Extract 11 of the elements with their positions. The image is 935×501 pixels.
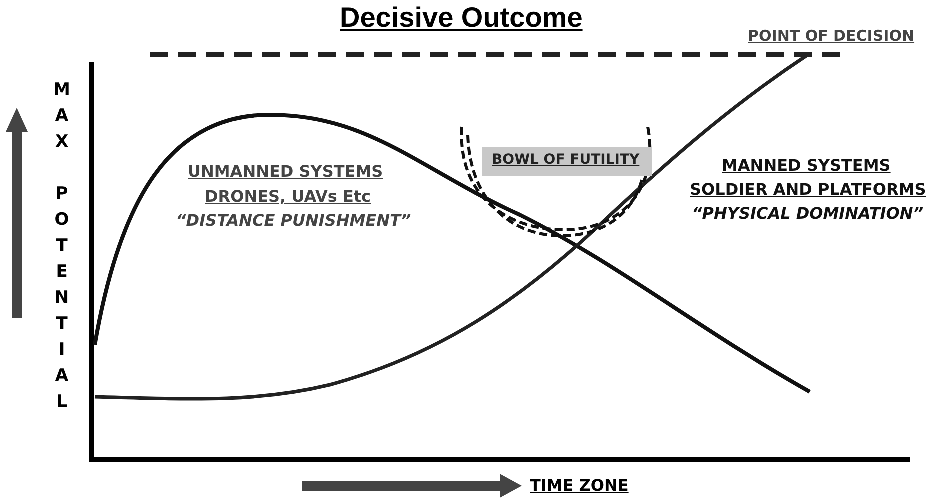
series-label: UNMANNED SYSTEMS (188, 162, 384, 181)
bowl-label: BOWL OF FUTILITY (492, 152, 640, 168)
series-note: “PHYSICAL DOMINATION” (692, 204, 924, 223)
series-label: DRONES, UAVs Etc (205, 187, 372, 206)
series-note: “DISTANCE PUNISHMENT” (176, 211, 412, 230)
series-label: SOLDIER AND PLATFORMS (690, 180, 926, 199)
axis-label: TIME ZONE (530, 476, 629, 495)
axis-label: POINT OF DECISION (748, 27, 915, 45)
series-label: MANNED SYSTEMS (722, 156, 891, 175)
title: Decisive Outcome (340, 2, 583, 34)
axis-label: MAX POTENTIAL (52, 80, 72, 418)
